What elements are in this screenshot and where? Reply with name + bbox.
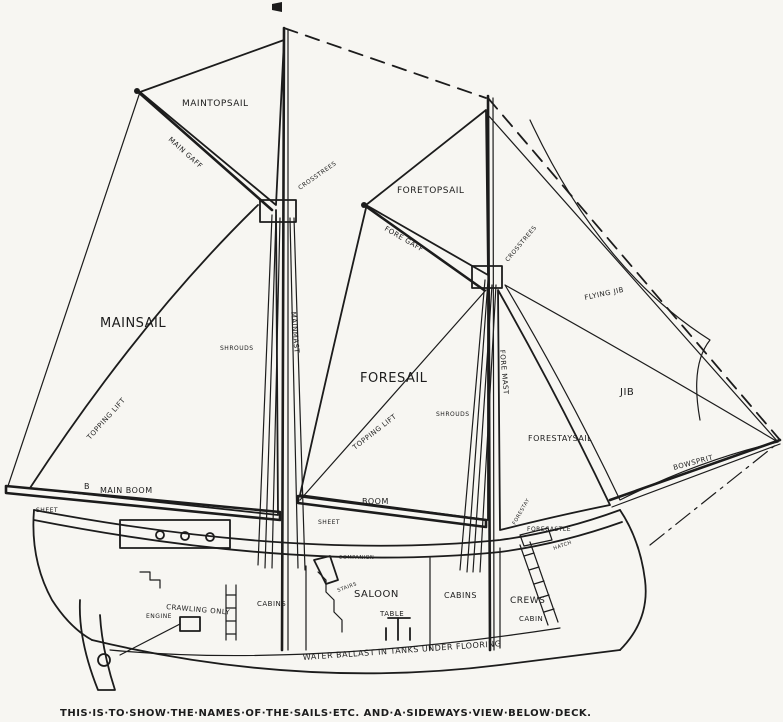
label-cabins-aft: CABINS: [257, 600, 286, 608]
forecastle-ladder: [519, 541, 559, 626]
mainmast: [280, 26, 286, 652]
label-mainsail: MAINSAIL: [100, 316, 166, 331]
main-shrouds: [257, 214, 306, 571]
main-topsail: [139, 39, 285, 206]
prop-shaft: [119, 623, 181, 656]
label-forestay: FORESTAY: [512, 497, 532, 526]
label-foresail: FORESAIL: [360, 371, 428, 386]
labels: MAINTOPSAIL MAIN GAFF CROSSTREES FORETOP…: [36, 99, 714, 719]
label-topping-lift-main: TOPPING LIFT: [85, 396, 127, 442]
label-main-boom-letter: B: [84, 482, 90, 491]
bowsprit-spar: [608, 438, 782, 502]
label-crosstrees-main: CROSSTREES: [297, 160, 338, 192]
label-foretopsail: FORETOPSAIL: [397, 186, 464, 196]
fore-boom: [296, 494, 488, 529]
label-companion: COMPANION: [339, 555, 374, 561]
forestaysail: [497, 289, 611, 531]
porthole: [155, 530, 165, 540]
label-shrouds-main: SHROUDS: [220, 345, 254, 352]
label-cabins-mid: CABINS: [444, 591, 477, 600]
main-boom: [4, 484, 282, 522]
fore-topmast-stay-dashed: [487, 97, 781, 441]
sails: [29, 39, 779, 531]
saloon-table: [385, 617, 411, 641]
jib-stay: [487, 114, 779, 443]
rigging: [7, 27, 781, 573]
label-flying-jib: FLYING JIB: [584, 286, 625, 302]
aft-ladder: [225, 584, 237, 641]
fore-topping-lift-line: [299, 289, 487, 501]
label-boom: BOOM: [362, 497, 389, 506]
mainsail: [29, 204, 279, 516]
main-crosstrees: [259, 199, 297, 223]
aft-stair: [139, 571, 161, 589]
saloon-steps: [317, 571, 343, 633]
label-crawling-only: CRAWLING ONLY: [166, 603, 231, 617]
label-topping-lift-fore: TOPPING LIFT: [351, 412, 399, 452]
label-forecastle: FORECASTLE: [527, 526, 571, 533]
label-saloon: SALOON: [354, 589, 399, 600]
pennant-flag: [272, 2, 282, 12]
propeller: [97, 653, 111, 667]
label-crews: CREWS: [510, 596, 545, 606]
forecastle-hatch: [519, 527, 553, 547]
keel: [91, 639, 621, 675]
label-main-sheet: SHEET: [36, 507, 58, 514]
porthole: [180, 531, 190, 541]
jib: [504, 284, 779, 501]
engine-block: [179, 616, 201, 632]
label-forestaysail: FORESTAYSAIL: [528, 434, 592, 443]
flooring: [109, 627, 561, 657]
label-main-boom: MAIN BOOM: [100, 486, 153, 495]
gunwale: [33, 509, 621, 547]
label-fore-gaff: FORE GAFF: [383, 225, 425, 254]
foremast: [486, 94, 492, 652]
label-table: TABLE: [379, 610, 404, 618]
label-engine: ENGINE: [146, 613, 172, 620]
spring-stay-dashed: [283, 27, 487, 99]
label-bowsprit: BOWSPRIT: [672, 454, 714, 472]
foresail: [299, 207, 489, 521]
porthole: [205, 532, 215, 542]
main-gaff: [134, 88, 274, 212]
flying-jib: [529, 119, 711, 421]
deck-line: [33, 519, 623, 559]
rudder: [78, 599, 116, 691]
label-jib: JIB: [619, 387, 634, 398]
bobstay-dashdot: [649, 442, 779, 546]
caption: THIS·IS·TO·SHOW·THE·NAMES·OF·THE·SAILS·E…: [60, 708, 591, 719]
label-cabin: CABIN: [519, 615, 543, 623]
companion-hatch: [313, 555, 339, 585]
fore-topsail: [365, 109, 489, 276]
fore-crosstrees: [471, 265, 503, 289]
label-foremast: FORE MAST: [498, 349, 510, 395]
hull: [32, 509, 647, 691]
label-crosstrees-fore: CROSSTREES: [504, 224, 538, 263]
label-mainmast: MAINMAST: [289, 311, 301, 353]
label-shrouds-fore: SHROUDS: [436, 411, 470, 418]
spars: [4, 2, 782, 652]
stern: [32, 509, 93, 641]
main-topping-lift-line: [7, 91, 141, 487]
bow-stem: [619, 509, 647, 651]
label-maintopsail: MAINTOPSAIL: [182, 99, 249, 109]
fore-gaff: [362, 203, 486, 292]
label-sheet: SHEET: [318, 519, 340, 526]
label-water-ballast: WATER BALLAST IN TANKS UNDER FLOORING: [303, 639, 502, 662]
